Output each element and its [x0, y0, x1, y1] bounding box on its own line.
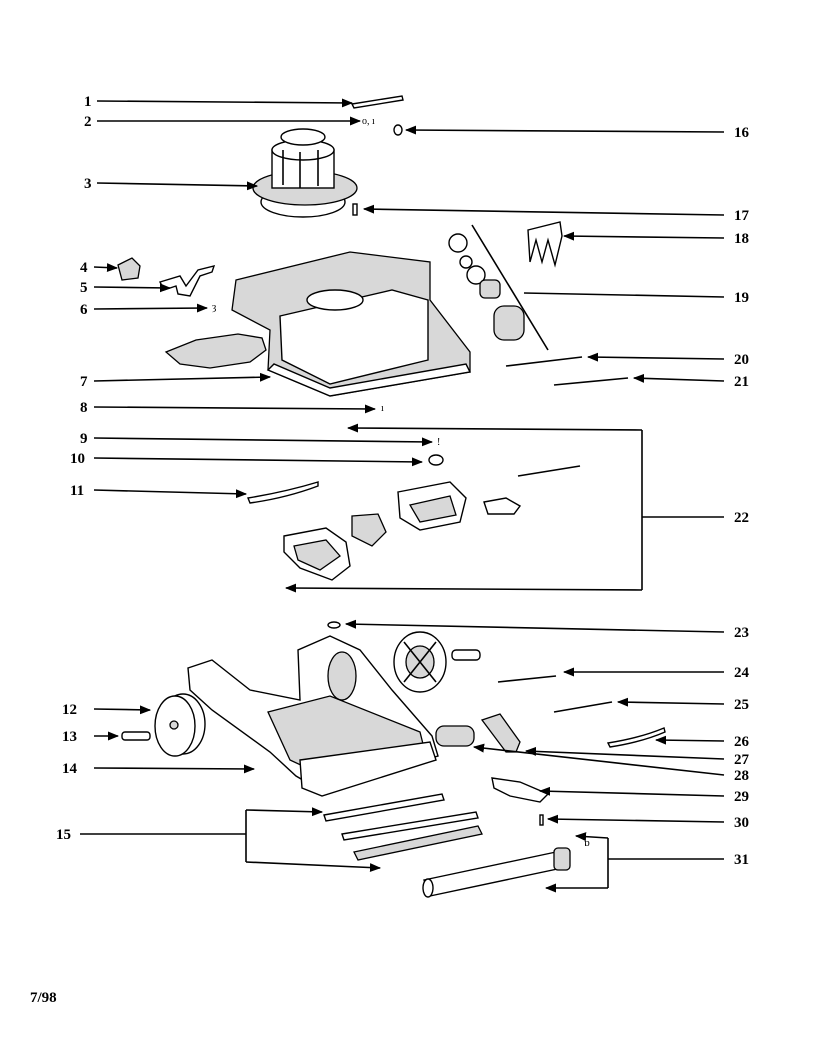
callout-15: 15 — [56, 827, 71, 843]
part-18-clip — [527, 221, 563, 268]
callout-28: 28 — [734, 768, 749, 784]
part-12-wheel — [154, 693, 206, 757]
svg-text:ɒ: ɒ — [584, 837, 590, 849]
callout-10: 10 — [70, 451, 85, 467]
callout-20: 20 — [734, 352, 749, 368]
callout-8: 8 — [80, 400, 88, 416]
callout-2: 2 — [84, 114, 92, 130]
callout-13: 13 — [62, 729, 77, 745]
part-24-rod — [497, 675, 557, 683]
part-11-cord — [247, 481, 319, 504]
part-29-bracket — [491, 777, 550, 803]
part-3-motor — [252, 128, 358, 218]
part-26-cord — [606, 727, 666, 748]
part-24-wheel — [393, 631, 447, 693]
callout-26: 26 — [734, 734, 750, 750]
callout-1: 1 — [84, 94, 92, 110]
callout-31: 31 — [734, 852, 749, 868]
callout-19: 19 — [734, 290, 749, 306]
part-20-rod — [505, 356, 583, 367]
part-8-screw: ı — [381, 403, 384, 414]
callout-4: 4 — [80, 260, 88, 276]
part-5-bracket — [159, 265, 216, 297]
part-30-screw — [539, 814, 544, 826]
part-27-bumper — [480, 713, 521, 753]
callout-7: 7 — [80, 374, 88, 390]
part-19-assembly — [448, 224, 549, 351]
callout-12: 12 — [62, 702, 77, 718]
callout-labels: 1 2 3 4 5 6 7 8 9 10 11 12 13 14 15 16 1… — [56, 94, 750, 868]
part-9-screw: ! — [437, 437, 440, 448]
part-7-base — [231, 251, 472, 397]
callout-29: 29 — [734, 789, 749, 805]
callout-16: 16 — [734, 125, 750, 141]
callout-14: 14 — [62, 761, 78, 777]
callout-6: 6 — [80, 302, 88, 318]
part-22-group — [283, 465, 581, 581]
part-14-chassis — [187, 635, 439, 797]
part-15-bars — [323, 793, 483, 861]
part-6-tab: ȝ — [212, 301, 216, 313]
part-6-shoe — [164, 333, 267, 369]
callout-18: 18 — [734, 231, 749, 247]
callout-11: 11 — [70, 483, 84, 499]
callout-21: 21 — [734, 374, 749, 390]
callout-17: 17 — [734, 208, 750, 224]
parts-drawing: o, ı — [117, 95, 666, 898]
part-16-washer — [393, 124, 403, 136]
leader-lines — [80, 98, 725, 893]
part-10-fitting — [428, 454, 444, 466]
callout-25: 25 — [734, 697, 749, 713]
callout-5: 5 — [80, 280, 88, 296]
part-17-screw — [352, 203, 358, 216]
part-21-rod — [553, 377, 629, 386]
callout-30: 30 — [734, 815, 749, 831]
callout-24: 24 — [734, 665, 750, 681]
part-24-axle — [451, 649, 481, 661]
callout-27: 27 — [734, 752, 750, 768]
part-2-screws: o, ı — [362, 116, 375, 127]
part-31-tube: ɒ — [422, 837, 590, 898]
part-13-pin — [121, 731, 151, 741]
part-1-rod — [350, 95, 404, 109]
callout-9: 9 — [80, 431, 88, 447]
part-4-block — [117, 257, 141, 281]
date-code: 7/98 — [30, 990, 57, 1006]
callout-3: 3 — [84, 176, 92, 192]
callout-22: 22 — [734, 510, 749, 526]
part-23-small — [327, 621, 341, 629]
part-25-rod — [553, 701, 613, 713]
part-28-roller — [435, 725, 475, 747]
callout-23: 23 — [734, 625, 749, 641]
